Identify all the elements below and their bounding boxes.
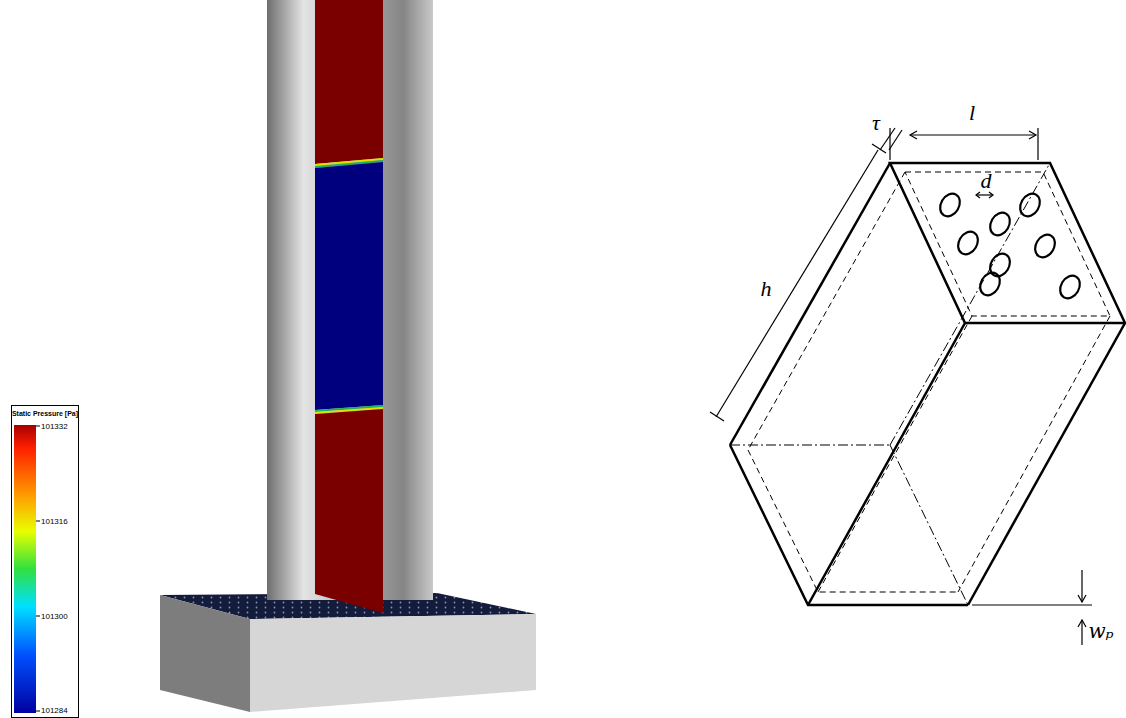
tick-label: 101332 bbox=[41, 422, 68, 431]
tick-label: 101316 bbox=[41, 517, 68, 526]
tick-label: 101284 bbox=[41, 706, 68, 715]
dimension-symbol: d bbox=[981, 168, 992, 194]
dimension-symbol: l bbox=[969, 100, 975, 126]
legend-title: Static Pressure [Pa] bbox=[12, 410, 78, 417]
dimension-symbol: wₚ bbox=[1088, 619, 1113, 643]
tick-label: 101300 bbox=[41, 612, 68, 621]
cfd-render bbox=[160, 0, 536, 712]
box-sketch bbox=[710, 128, 1125, 645]
dimension-symbol: h bbox=[761, 276, 772, 302]
dimension-symbol: τ bbox=[872, 110, 880, 136]
color-bar bbox=[12, 406, 79, 718]
